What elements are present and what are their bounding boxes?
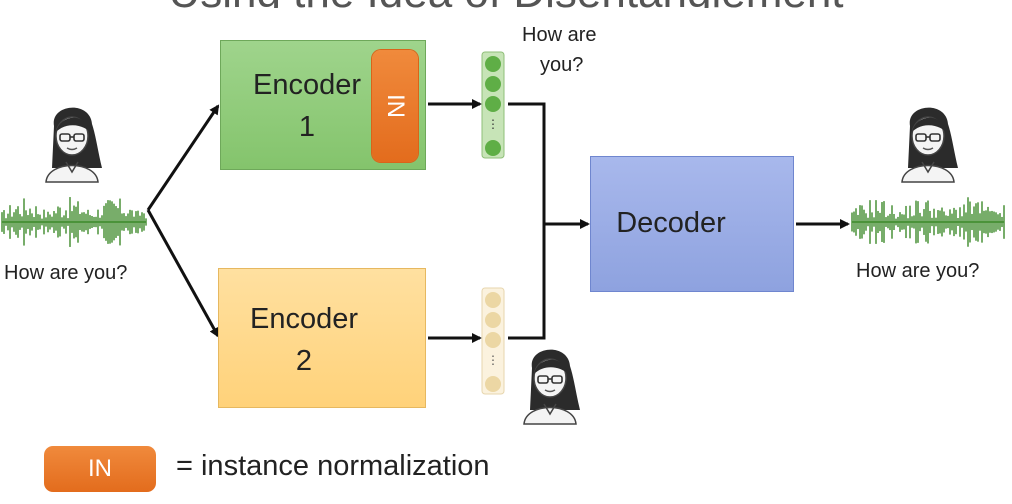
merge-line-speaker bbox=[508, 224, 546, 340]
output-caption: How are you? bbox=[856, 260, 980, 282]
instance-norm-badge-label: IN bbox=[382, 94, 409, 118]
content-annotation-line2: you? bbox=[540, 54, 584, 76]
input-speaker-icon bbox=[45, 106, 103, 183]
decoder-box: Decoder bbox=[590, 156, 794, 292]
svg-text:⋮: ⋮ bbox=[487, 353, 499, 367]
legend-in-badge: IN bbox=[44, 446, 156, 492]
encoder-2-number: 2 bbox=[295, 345, 313, 377]
encoder-1-number: 1 bbox=[298, 111, 316, 143]
arrow-to-encoder1 bbox=[146, 104, 220, 211]
arrow-to-encoder2 bbox=[146, 209, 220, 338]
legend-text: = instance normalization bbox=[176, 450, 490, 482]
encoder-1-label: Encoder bbox=[252, 69, 361, 101]
decoder-label: Decoder bbox=[616, 207, 726, 239]
content-annotation-line1: How are bbox=[522, 24, 597, 46]
encoder-2-label: Encoder bbox=[249, 303, 358, 335]
content-embedding-vector: ⋮ bbox=[481, 51, 505, 159]
output-waveform-icon bbox=[851, 197, 1005, 247]
speaker-embedding-speaker-icon bbox=[523, 348, 581, 425]
speaker-embedding-vector: ⋮ bbox=[481, 287, 505, 395]
input-caption: How are you? bbox=[4, 262, 128, 284]
input-waveform-icon bbox=[1, 197, 147, 247]
instance-norm-badge: IN bbox=[372, 50, 418, 162]
output-speaker-icon bbox=[901, 106, 959, 183]
encoder-2-box: Encoder 2 bbox=[218, 268, 426, 408]
merge-line-content bbox=[508, 102, 546, 224]
svg-text:⋮: ⋮ bbox=[487, 117, 499, 131]
slide-title-cropped: Using the Idea of Disentanglement bbox=[0, 0, 1012, 8]
